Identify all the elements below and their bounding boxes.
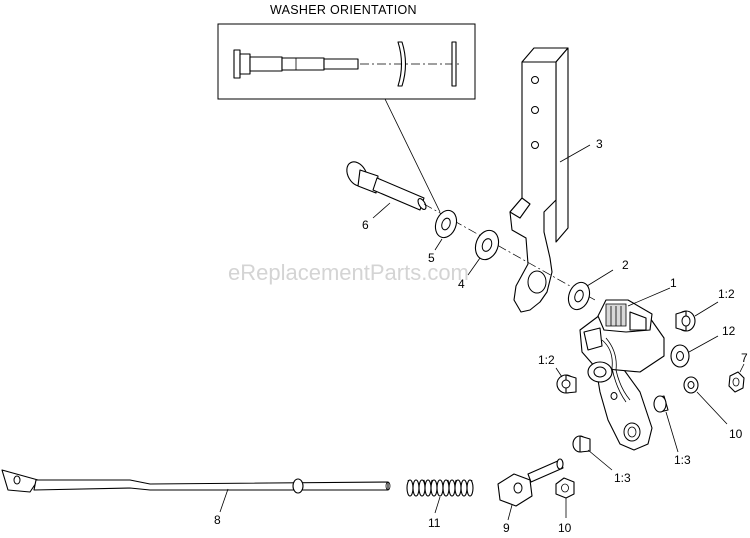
inset-washer-flat [451, 41, 457, 87]
nut-part-7 [728, 363, 745, 393]
ferrule-part-9 [497, 458, 564, 521]
callout-3: 3 [596, 137, 603, 151]
inset-washer-cupped [397, 41, 407, 87]
callout-9: 9 [503, 521, 510, 535]
callout-7: 7 [741, 351, 748, 365]
callout-11: 11 [428, 516, 441, 530]
watermark: eReplacementParts.com [228, 260, 469, 285]
washer-part-10-right [683, 376, 728, 425]
callout-1-2-lower: 1:2 [538, 353, 555, 367]
callout-1-3-lower: 1:3 [614, 471, 631, 485]
arm-part-3 [509, 47, 591, 313]
nut-part-10-bottom [555, 477, 575, 518]
spring-part-11 [406, 479, 474, 514]
washer-part-2 [567, 269, 614, 311]
callout-4: 4 [458, 277, 465, 291]
inset-title: WASHER ORIENTATION [270, 3, 417, 17]
callout-6: 6 [362, 218, 369, 232]
callout-5: 5 [428, 251, 435, 265]
inset-leader [384, 98, 441, 213]
callout-12: 12 [722, 324, 736, 338]
bushing-part-1-2-upper [675, 301, 719, 332]
washer-orientation-inset: WASHER ORIENTATION [217, 3, 476, 213]
centerline-main [423, 203, 596, 301]
spacer-part-1-3-lower [572, 435, 613, 471]
bushing-part-1-2-lower [555, 367, 577, 394]
callout-1-2-upper: 1:2 [718, 287, 735, 301]
pivot-assembly-part-1 [579, 287, 671, 451]
washer-part-4 [467, 229, 500, 276]
washer-part-12 [670, 335, 719, 368]
washer-part-5 [434, 209, 458, 251]
shoulder-bolt-part-6 [346, 161, 427, 219]
callout-1: 1 [670, 276, 677, 290]
callout-10-right: 10 [729, 427, 743, 441]
callout-10-bottom: 10 [558, 521, 572, 535]
inset-bolt [233, 49, 359, 79]
callout-1-3-upper: 1:3 [674, 453, 691, 467]
callout-2: 2 [622, 258, 629, 272]
rod-part-8 [1, 469, 391, 513]
callout-labels: 1 1:2 1:2 1:3 1:3 2 3 4 5 6 7 8 9 10 10 … [214, 137, 748, 535]
callout-8: 8 [214, 513, 221, 527]
spacer-part-1-3-upper [653, 395, 679, 453]
